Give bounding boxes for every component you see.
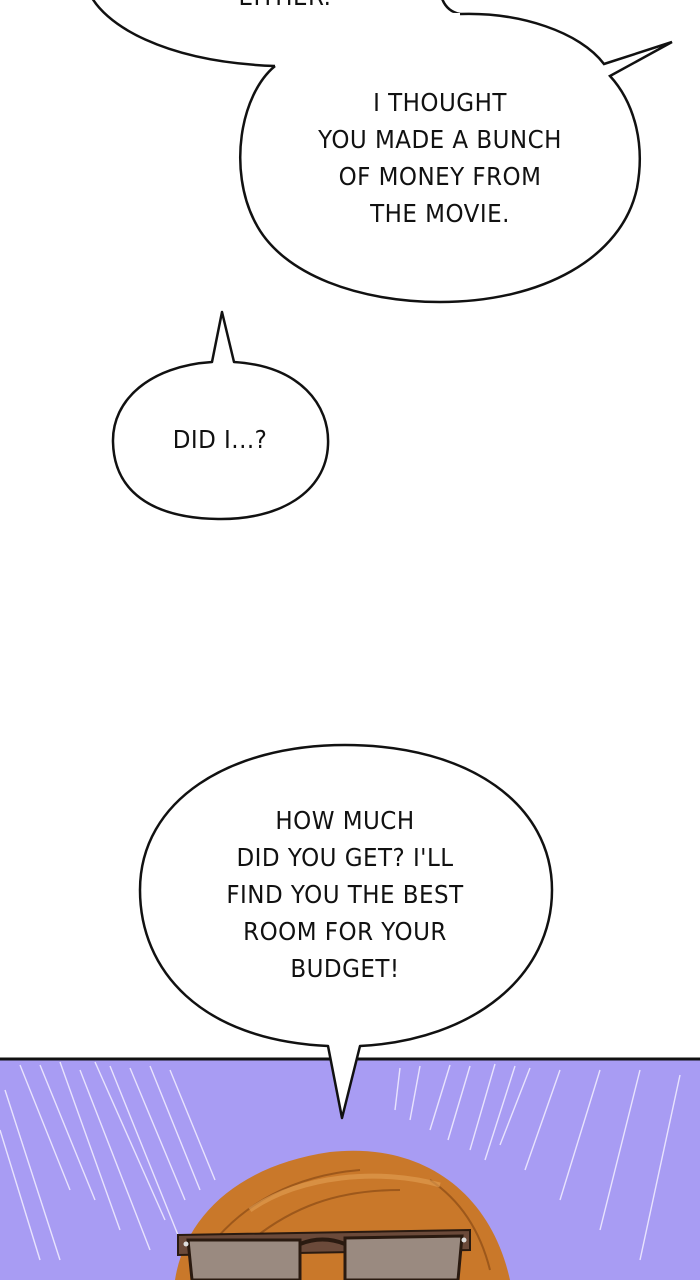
speech-line: I THOUGHT <box>373 88 507 117</box>
sunglasses <box>177 1228 471 1280</box>
speech-bubble-3 <box>138 743 554 1120</box>
speech-bubble-1 <box>241 0 672 302</box>
speech-bubble-2 <box>111 310 330 521</box>
speech-line: HOW MUCH <box>275 806 415 835</box>
speech-text-0: EITHER. <box>170 0 400 15</box>
speech-bubble-0-outline <box>91 0 276 68</box>
speech-line: DID YOU GET? I'LL <box>236 843 454 872</box>
speech-text-2: DID I...? <box>146 421 293 458</box>
speech-line: FIND YOU THE BEST <box>226 880 464 909</box>
speech-text-1: I THOUGHT YOU MADE A BUNCH OF MONEY FROM… <box>293 84 587 232</box>
speech-bubble-1-outline <box>239 12 673 304</box>
speech-line: EITHER. <box>170 0 400 15</box>
speech-line: YOU MADE A BUNCH <box>318 125 562 154</box>
speech-line: DID I...? <box>172 425 268 454</box>
speech-line: BUDGET! <box>290 954 400 983</box>
speed-lines <box>0 1061 681 1261</box>
speech-line: THE MOVIE. <box>370 199 510 228</box>
speech-text-3: HOW MUCH DID YOU GET? I'LL FIND YOU THE … <box>198 802 492 987</box>
speech-line: ROOM FOR YOUR <box>243 917 447 946</box>
speech-line: OF MONEY FROM <box>338 162 542 191</box>
